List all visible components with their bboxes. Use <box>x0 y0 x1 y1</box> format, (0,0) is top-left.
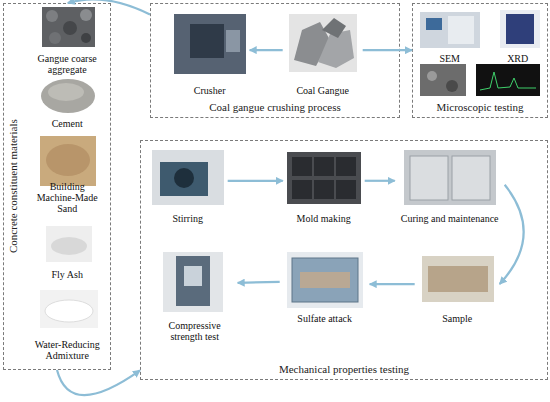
mold-cell <box>314 157 334 176</box>
admixture-photo <box>40 290 98 328</box>
admixture-powder <box>45 300 93 322</box>
sample-block <box>428 266 488 292</box>
sem-column <box>448 16 474 44</box>
photo-item: Sample <box>415 252 500 324</box>
mold-cell <box>336 157 356 176</box>
crusher-body <box>190 24 224 58</box>
sand-photo <box>40 136 96 186</box>
item-label: Sulfate attack <box>280 313 370 324</box>
xrd-pattern <box>476 64 540 96</box>
photo-item: Water-Reducing Admixture <box>30 287 105 361</box>
flow-arrow <box>57 370 140 395</box>
item-label: Mold making <box>283 213 365 224</box>
stage-group: Coal gangue crushing process Crusher Coal … <box>150 3 400 118</box>
mold-photo <box>287 152 361 204</box>
flow-arrow <box>68 0 150 15</box>
group-title: Coal gangue crushing process <box>151 101 399 113</box>
item-label: Stirring <box>148 213 228 224</box>
sem-micrograph <box>420 64 466 96</box>
sem-photo <box>420 12 480 48</box>
mold-cell <box>292 180 312 199</box>
press-frame <box>176 256 210 306</box>
micrograph-grain <box>446 80 458 92</box>
item-label: Building Machine-Made Sand <box>30 181 105 214</box>
stage-group: Mechanical properties testing Stirring Mol… <box>140 140 548 380</box>
photo-item: Fly Ash <box>30 222 105 280</box>
flow-arrow <box>250 49 283 51</box>
press-platen <box>184 266 202 286</box>
chamber-door <box>410 156 448 200</box>
photo-item: Building Machine-Made Sand <box>30 132 105 214</box>
item-label: Gangue coarse aggregate <box>30 53 105 75</box>
item-label: Fly Ash <box>30 269 105 280</box>
photo-item: Cement <box>30 72 105 129</box>
photo-item: Stirring <box>148 146 228 224</box>
immersed-samples <box>300 272 350 288</box>
crusher-photo <box>174 14 246 74</box>
photo-item: Gangue coarse aggregate <box>30 5 105 75</box>
sem-screen <box>426 18 442 30</box>
xrd-photo <box>500 10 540 48</box>
photo-item: XRD <box>490 8 546 64</box>
item-label: Compressive strength test <box>152 320 238 342</box>
micrograph-grain <box>427 71 437 81</box>
photo-item: Coal Gangue <box>283 10 363 96</box>
photo-item: Compressive strength test <box>152 250 238 342</box>
photo-item: SEM <box>416 8 484 64</box>
item-label: Crusher <box>170 85 250 96</box>
gangue-rock <box>322 18 346 38</box>
aggregate-stone <box>80 9 92 21</box>
flow-arrow <box>228 180 283 182</box>
curing-chamber-photo <box>404 150 496 205</box>
item-label: Sample <box>415 313 500 324</box>
stage-group: Concrete constituent materials Gangue coa… <box>3 3 111 370</box>
stage-group: Microscopic testing SEM XRD <box>412 3 548 118</box>
stirring-photo <box>152 150 224 205</box>
coal-gangue-photo <box>289 14 357 72</box>
mold-cell <box>292 157 312 176</box>
flow-arrow <box>365 180 395 182</box>
flow-arrow <box>363 49 412 51</box>
chamber-door <box>452 156 490 200</box>
sulfate-tub <box>292 258 358 302</box>
item-label: Curing and maintenance <box>395 213 505 224</box>
press-photo <box>163 252 223 312</box>
mold-cell <box>336 180 356 199</box>
item-label: Cement <box>30 118 105 129</box>
item-label: SEM <box>416 53 484 64</box>
group-title: Microscopic testing <box>413 101 547 113</box>
sand-pile <box>46 144 90 176</box>
group-title: Mechanical properties testing <box>141 363 547 375</box>
flow-arrow <box>238 281 280 284</box>
sample-photo <box>422 256 494 302</box>
flow-arrow <box>370 283 415 285</box>
sulfate-photo <box>287 252 363 308</box>
mixer-drum <box>174 168 194 188</box>
aggregate-stone <box>49 32 61 44</box>
aggregate-photo <box>42 7 95 47</box>
fly-ash-bowl <box>51 237 87 255</box>
photo-item: Mold making <box>283 146 365 224</box>
xrd-device <box>506 14 534 44</box>
xrd-curve <box>480 72 536 90</box>
photo-item: Curing and maintenance <box>395 146 505 224</box>
aggregate-stone <box>63 21 77 35</box>
flow-arrow <box>500 185 524 284</box>
photo-item: Sulfate attack <box>280 248 370 324</box>
photo-item: Crusher <box>170 10 250 96</box>
aggregate-stone <box>81 33 91 43</box>
mixer-body <box>160 162 208 196</box>
fly-ash-photo <box>46 226 92 262</box>
item-label: Coal Gangue <box>283 85 363 96</box>
item-label: XRD <box>490 53 546 64</box>
cement-photo <box>41 79 95 113</box>
crusher-wheel <box>226 30 240 52</box>
item-label: Water-Reducing Admixture <box>30 339 105 361</box>
group-title: Concrete constituent materials <box>6 4 20 369</box>
mold-cell <box>314 180 334 199</box>
aggregate-stone <box>46 10 58 22</box>
cement-highlight <box>48 83 84 101</box>
